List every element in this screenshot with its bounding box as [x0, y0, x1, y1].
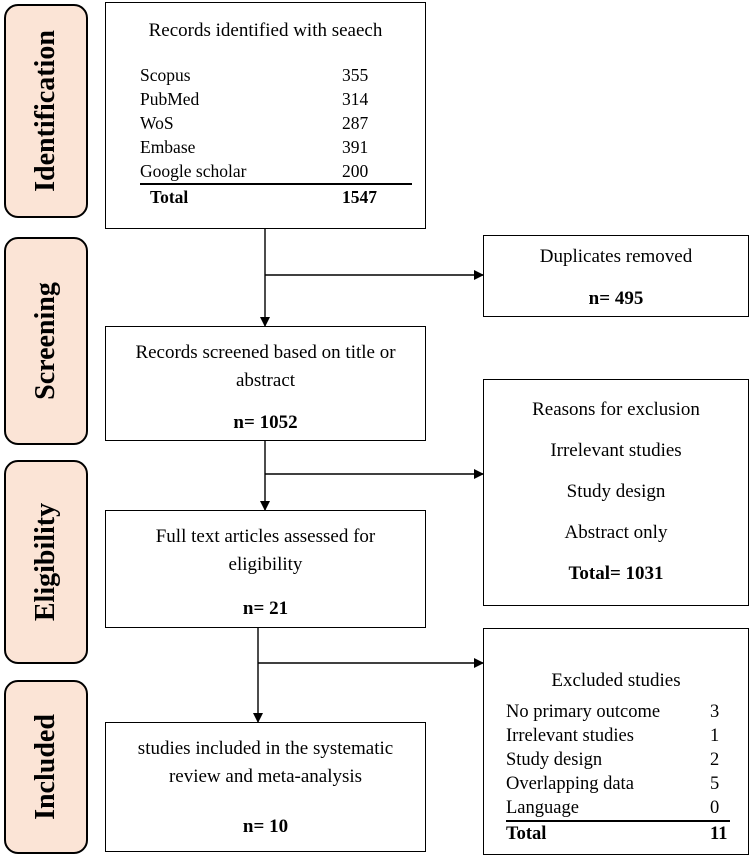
excluded-reason: Study design [506, 750, 603, 770]
included-line2: review and meta-analysis [168, 766, 363, 787]
exclusion-reason-item: Study design [566, 481, 666, 502]
sources-total-row: Total 1547 [140, 183, 412, 209]
exclusion-reasons-total: Total= 1031 [568, 563, 664, 584]
screened-count: n= 1052 [233, 412, 298, 433]
excluded-studies-box: Excluded studies No primary outcome 3 Ir… [483, 628, 749, 855]
excluded-total-value: 11 [710, 820, 730, 846]
fulltext-line1: Full text articles assessed for [155, 526, 376, 547]
excluded-row: Overlapping data 5 [506, 772, 730, 796]
records-identified-title: Records identified with seaech [148, 20, 383, 41]
duplicates-removed-box: Duplicates removed n= 495 [483, 235, 749, 317]
phase-screening: Screening [4, 237, 88, 445]
studies-included-box: studies included in the systematic revie… [105, 722, 426, 852]
sources-table: Scopus 355 PubMed 314 WoS 287 Embase 391… [140, 63, 412, 209]
phase-included: Included [4, 680, 88, 854]
exclusion-reason-item: Abstract only [564, 522, 668, 543]
excluded-studies-table: No primary outcome 3 Irrelevant studies … [506, 700, 730, 846]
excluded-row: No primary outcome 3 [506, 700, 730, 724]
duplicates-count: n= 495 [588, 288, 644, 309]
excluded-total-label: Total [506, 820, 710, 846]
excluded-count: 5 [710, 774, 720, 794]
excluded-row: Language 0 [506, 796, 730, 821]
source-count: 287 [342, 113, 369, 133]
excluded-count: 3 [710, 702, 720, 722]
records-screened-box: Records screened based on title or abstr… [105, 326, 426, 441]
excluded-total-row: Total 11 [506, 820, 730, 846]
duplicates-title: Duplicates removed [539, 246, 693, 267]
records-identified-box: Records identified with seaech Scopus 35… [105, 2, 426, 229]
source-count: 200 [342, 161, 369, 181]
excluded-row: Irrelevant studies 1 [506, 724, 730, 748]
source-row: Embase 391 [140, 135, 412, 159]
excluded-count: 1 [710, 726, 720, 746]
excluded-reason: Irrelevant studies [506, 726, 634, 746]
exclusion-reason-item: Irrelevant studies [550, 440, 682, 461]
excluded-row: Study design 2 [506, 748, 730, 772]
sources-total-value: 1547 [342, 183, 412, 209]
source-row: Google scholar 200 [140, 159, 412, 184]
excluded-reason: Overlapping data [506, 774, 634, 794]
fulltext-assessed-box: Full text articles assessed for eligibil… [105, 510, 426, 628]
source-count: 391 [342, 137, 369, 157]
source-row: WoS 287 [140, 111, 412, 135]
source-row: Scopus 355 [140, 63, 412, 87]
fulltext-line2: eligibility [228, 554, 303, 575]
excluded-reason: Language [506, 798, 579, 818]
source-name: PubMed [140, 89, 200, 109]
exclusion-reasons-box: Reasons for exclusion Irrelevant studies… [483, 379, 749, 606]
sources-total-label: Total [140, 183, 342, 209]
phase-eligibility: Eligibility [4, 460, 88, 664]
source-name: Embase [140, 137, 196, 157]
source-count: 355 [342, 65, 369, 85]
excluded-count: 2 [710, 750, 720, 770]
source-name: Google scholar [140, 161, 247, 181]
excluded-count: 0 [710, 798, 720, 818]
exclusion-reasons-title: Reasons for exclusion [532, 399, 700, 420]
source-name: Scopus [140, 65, 191, 85]
included-line1: studies included in the systematic [137, 738, 394, 759]
screened-line1: Records screened based on title or [135, 342, 396, 363]
source-count: 314 [342, 89, 369, 109]
included-count: n= 10 [242, 816, 289, 837]
fulltext-count: n= 21 [242, 598, 289, 619]
excluded-reason: No primary outcome [506, 702, 661, 722]
excluded-studies-title: Excluded studies [551, 670, 681, 691]
source-name: WoS [140, 113, 174, 133]
screened-line2: abstract [235, 370, 296, 391]
phase-identification: Identification [4, 4, 88, 218]
source-row: PubMed 314 [140, 87, 412, 111]
